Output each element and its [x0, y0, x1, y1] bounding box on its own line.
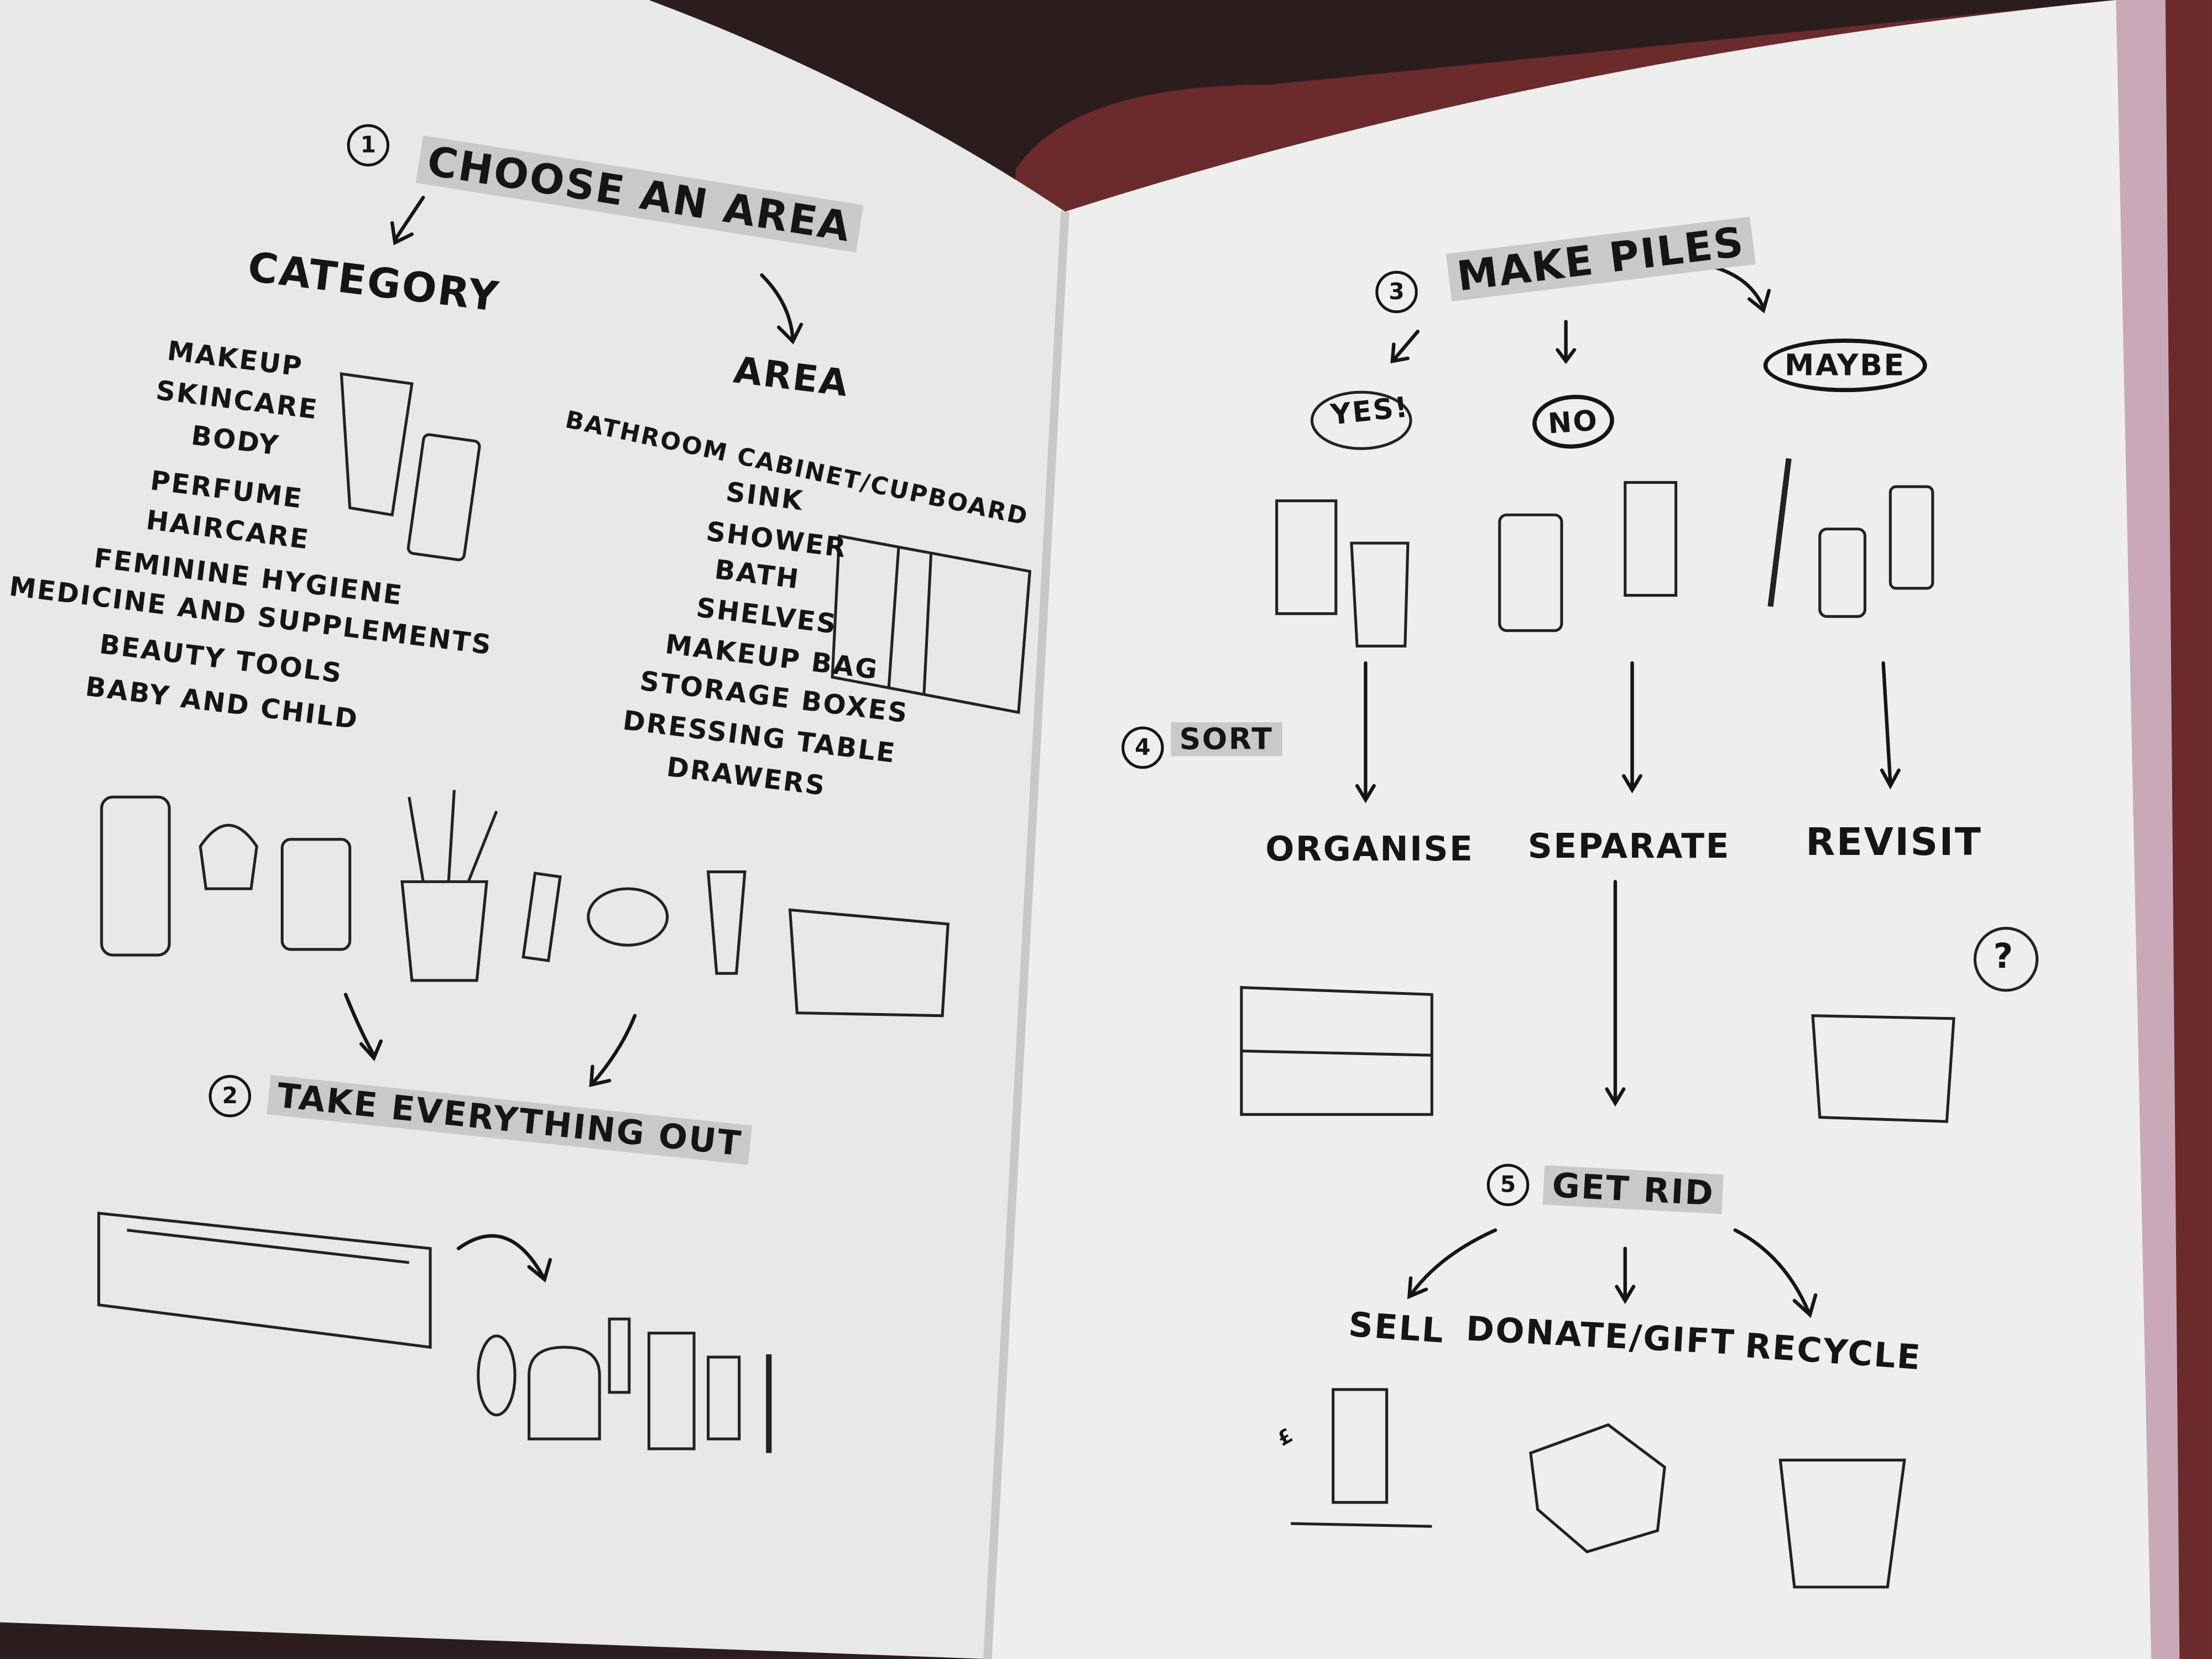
yes-tube-icon: [1275, 499, 1338, 615]
compact-icon: [587, 887, 669, 947]
small-tube-icon: [706, 870, 747, 975]
sell-stand-icon: [1291, 1522, 1432, 1528]
pump-bottle-icon: [100, 795, 171, 957]
no-tube-icon: [1624, 481, 1678, 597]
right-page: [987, 0, 2152, 1659]
outcome-separate: SEPARATE: [1527, 826, 1731, 867]
arrow-to-step2-right: [589, 1014, 637, 1087]
arrow-to-sell: [1407, 1228, 1498, 1300]
arrow-to-recycle: [1733, 1228, 1818, 1318]
maybe-serum-icon: [1888, 485, 1934, 590]
spine: [983, 211, 1070, 1659]
no-spray-bottle-icon: [1498, 513, 1563, 632]
arrow-to-category: [390, 195, 425, 246]
cream-tube-icon: [707, 1355, 741, 1441]
makeup-bag-icon: [788, 908, 950, 1018]
left-page: [0, 0, 1066, 1659]
sell-tube-icon: [1332, 1388, 1389, 1504]
soap-dispenser-icon: [528, 1345, 601, 1441]
option-sell: SELL: [1347, 1305, 1447, 1352]
step2-number: 2: [208, 1074, 252, 1118]
deodorant-icon: [477, 1334, 517, 1417]
thought-bubble: [1973, 927, 2039, 992]
step1-number: 1: [347, 124, 390, 167]
arrow-to-separate: [1622, 661, 1643, 794]
lipstick-icon: [521, 872, 562, 963]
recycle-bin-icon: [1778, 1458, 1906, 1589]
shelf-icon: [97, 1212, 432, 1349]
arrow-to-no: [1556, 320, 1577, 364]
maybe-eyeliner-icon: [1767, 458, 1792, 607]
yes-brush-cup-icon: [1350, 541, 1410, 648]
arrow-to-get-rid: [1605, 880, 1626, 1107]
lotion-tube-icon: [647, 1332, 696, 1451]
arrow-to-area: [760, 273, 804, 345]
book-cover-edge: [2116, 0, 2180, 1659]
bottle-icon: [406, 433, 481, 561]
step4-number: 4: [1121, 726, 1164, 769]
arrow-to-yes: [1390, 330, 1420, 363]
brush-cup-icon: [400, 790, 498, 982]
question-mark: ?: [1993, 936, 2015, 977]
step3-number: 3: [1375, 270, 1418, 314]
pile-maybe: MAYBE: [1763, 338, 1927, 393]
maybe-dropper-icon: [1818, 528, 1866, 618]
step4-title: SORT: [1171, 722, 1282, 757]
outcome-organise: ORGANISE: [1265, 829, 1474, 869]
gift-box-icon: [1529, 1423, 1666, 1553]
mascara-icon: [608, 1317, 631, 1394]
arrow-take-out: [456, 1234, 552, 1283]
arrow-to-organise: [1355, 661, 1376, 804]
cup-icon: [199, 824, 258, 890]
organiser-shelf-icon: [1240, 986, 1433, 1116]
jar-icon: [280, 838, 352, 951]
arrow-to-step2-left: [343, 993, 383, 1062]
arrow-to-donate: [1615, 1246, 1636, 1305]
step5-number: 5: [1486, 1164, 1530, 1207]
revisit-box-icon: [1811, 1014, 1955, 1123]
yes-bubble: [1310, 390, 1412, 450]
cabinet-icon: [831, 534, 1031, 714]
outcome-revisit: REVISIT: [1806, 821, 1983, 865]
arrow-to-revisit: [1880, 661, 1901, 790]
tube-icon: [340, 372, 414, 517]
